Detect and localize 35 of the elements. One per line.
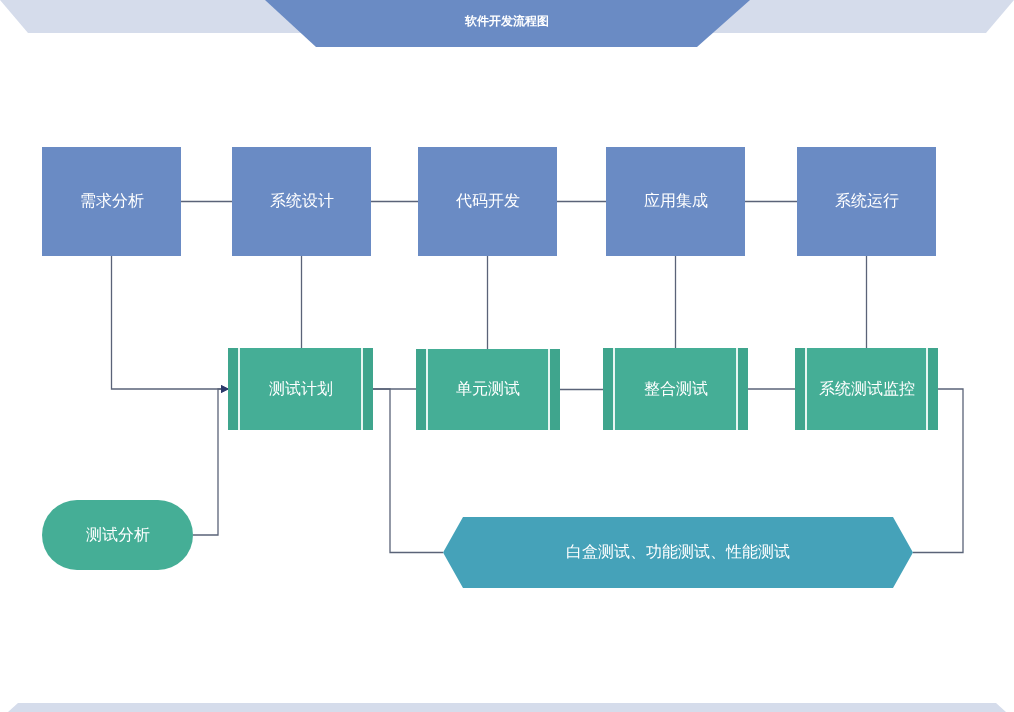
process-box xyxy=(606,147,745,256)
node-label: 测试计划 xyxy=(268,378,333,400)
node-label: 代码开发 xyxy=(455,191,520,212)
subprocess-box xyxy=(228,348,373,430)
connector xyxy=(865,255,868,349)
node-label: 系统设计 xyxy=(269,191,334,212)
connector xyxy=(486,255,489,350)
subprocess-box xyxy=(603,348,748,430)
subprocess-box xyxy=(416,349,560,430)
node-label: 白盒测试、功能测试、性能测试 xyxy=(566,542,790,563)
subprocess-box xyxy=(795,348,938,430)
node-label: 整合测试 xyxy=(643,378,708,400)
connector xyxy=(747,388,796,390)
node-label: 需求分析 xyxy=(79,191,144,212)
node-label: 测试分析 xyxy=(85,524,150,546)
process-box xyxy=(42,147,181,256)
connector xyxy=(674,255,677,349)
connector xyxy=(559,388,604,391)
connector xyxy=(556,200,607,203)
connector xyxy=(372,388,444,554)
process-box xyxy=(232,147,371,256)
connector xyxy=(180,200,233,203)
process-box xyxy=(418,147,557,256)
connector xyxy=(912,388,964,554)
hexagon-shape xyxy=(443,517,913,588)
node-label: 系统运行 xyxy=(834,191,899,212)
diagram-title: 软件开发流程图 xyxy=(465,13,549,30)
arrow xyxy=(192,385,229,536)
connector xyxy=(300,255,303,349)
connector xyxy=(370,200,419,203)
node-label: 应用集成 xyxy=(643,191,708,212)
node-label: 单元测试 xyxy=(456,379,520,400)
node-label: 系统测试监控 xyxy=(818,378,915,400)
process-box xyxy=(797,147,936,256)
connector xyxy=(744,200,798,203)
